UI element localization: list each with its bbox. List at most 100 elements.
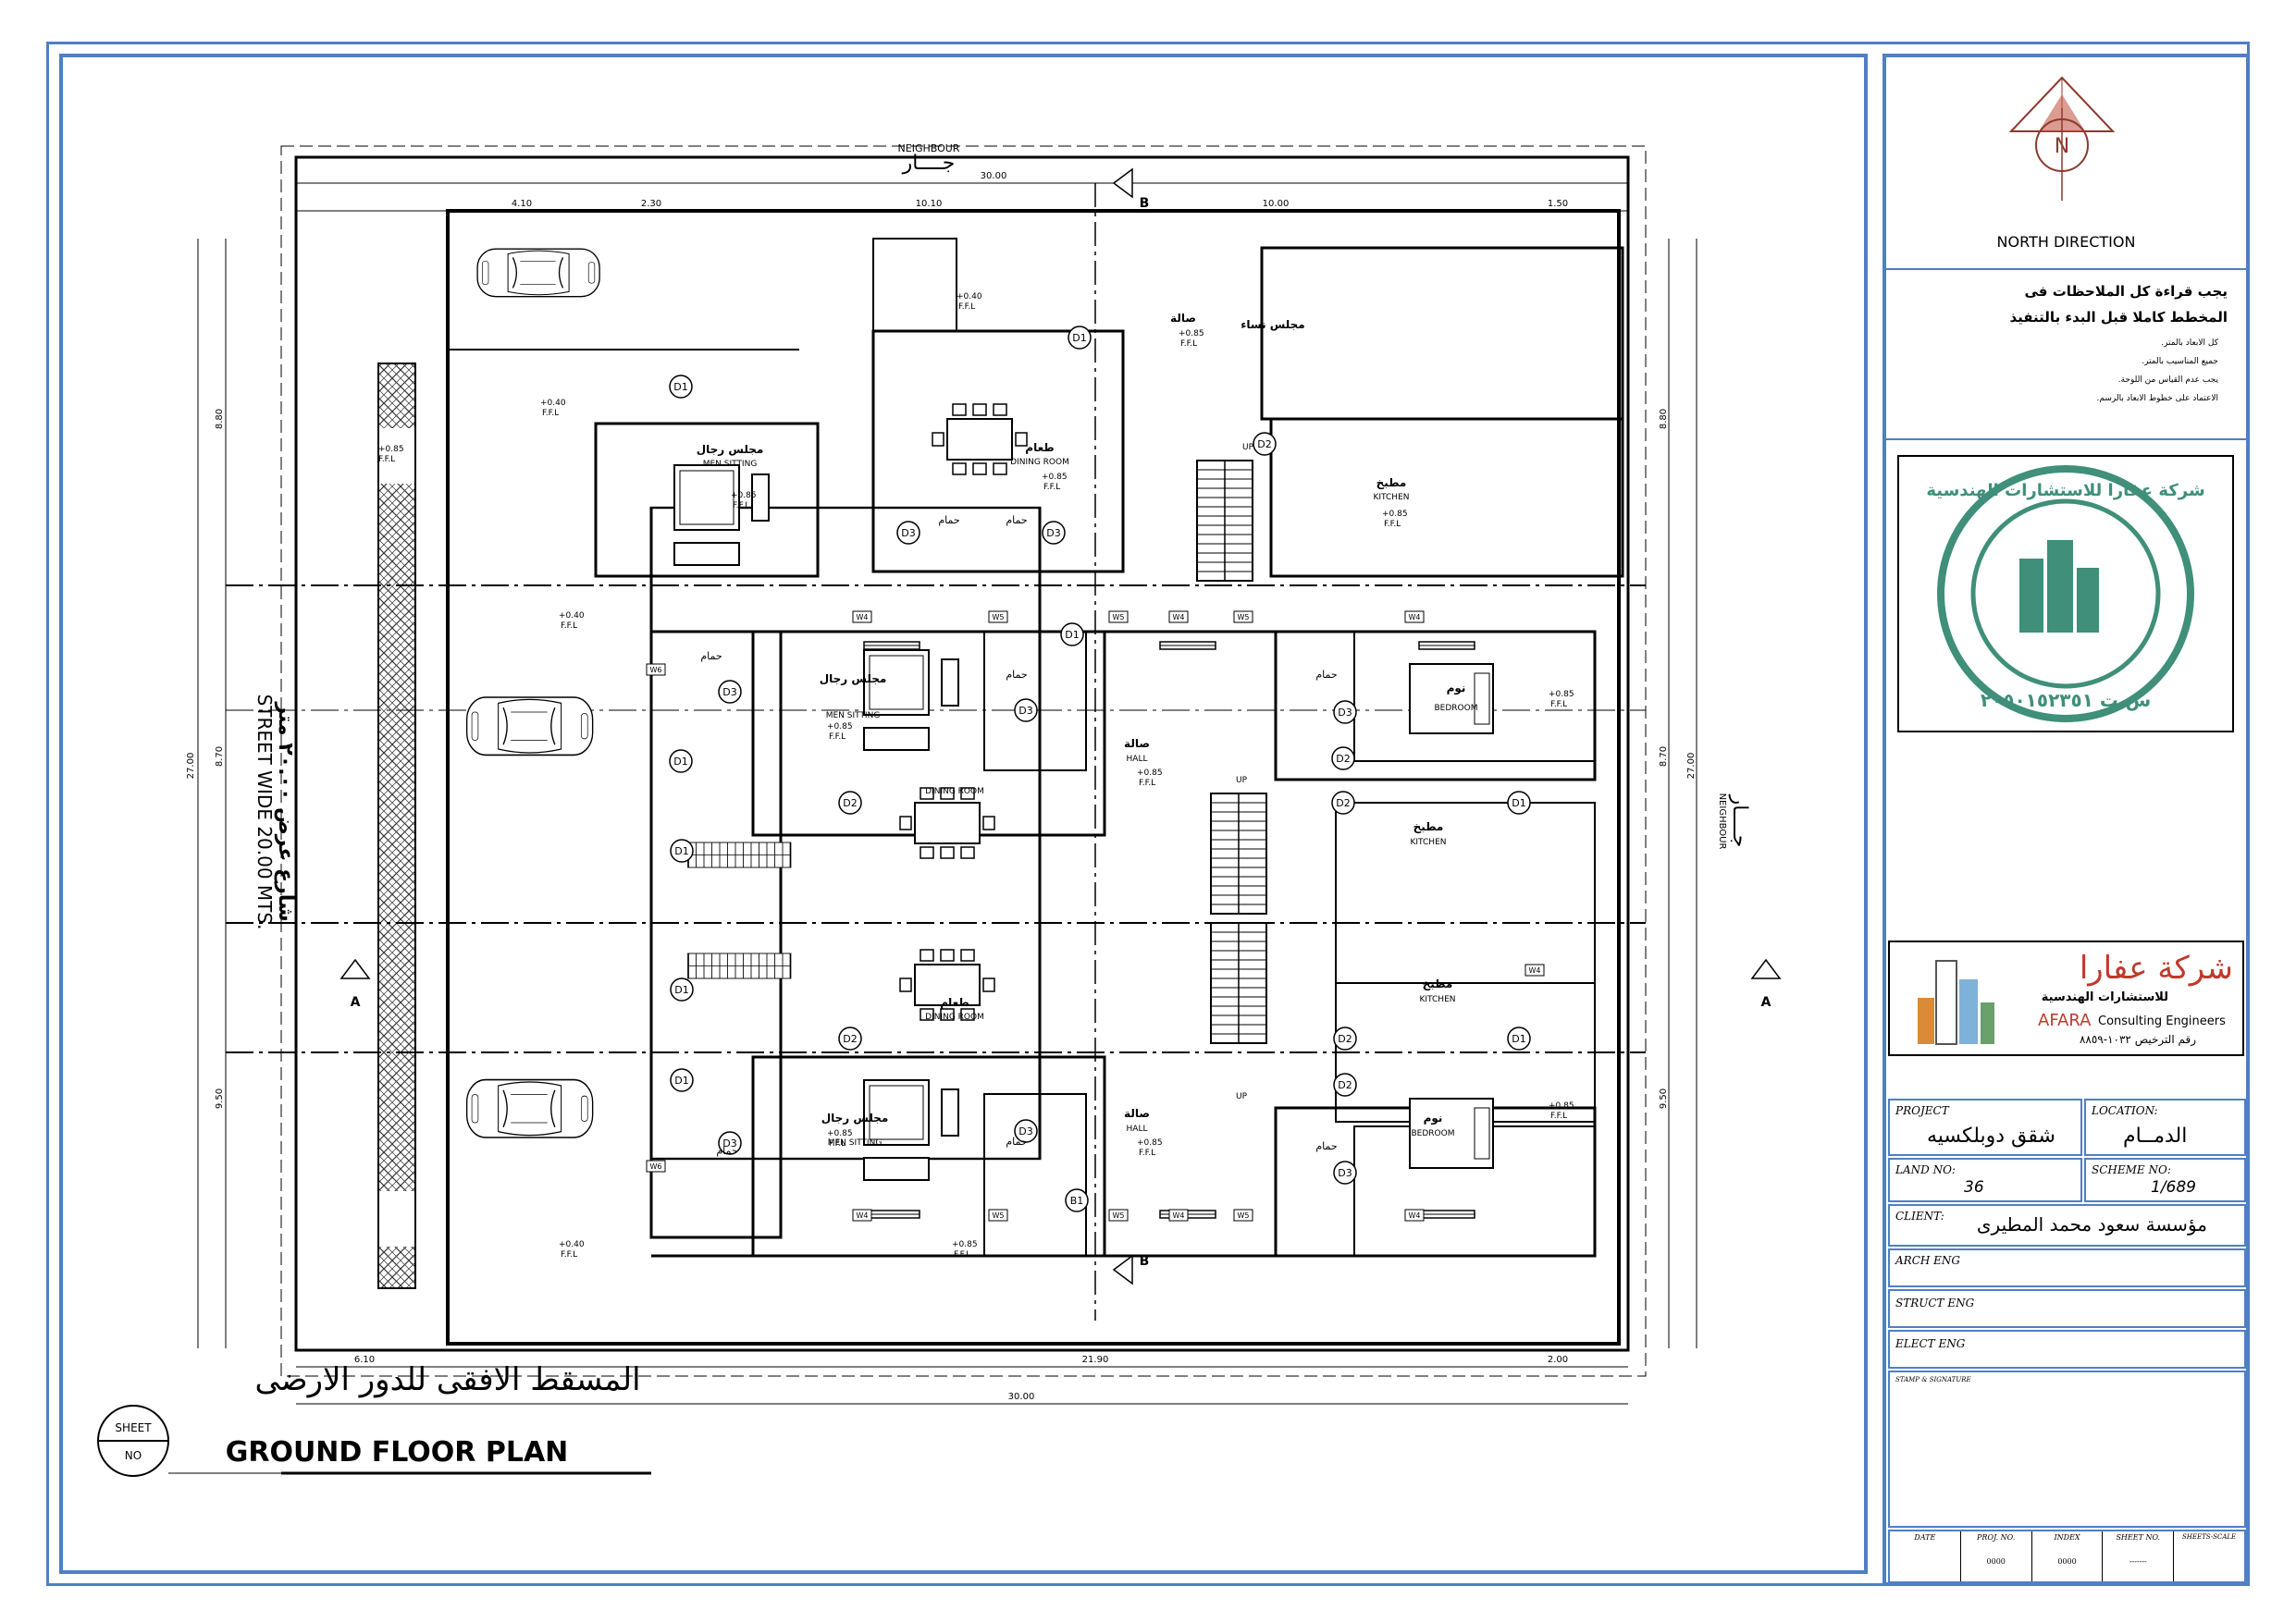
svg-text:BEDROOM: BEDROOM [1435, 704, 1478, 713]
svg-text:4.10: 4.10 [512, 199, 532, 209]
svg-text:W4: W4 [857, 1211, 869, 1220]
ground-floor-plan-drawing: D1 D1 D2 D3 D3 D1 D3 D1 D2 D3 D3 D2 D2 D… [97, 142, 1782, 1477]
svg-text:صالة: صالة [1124, 1107, 1150, 1120]
svg-text:W6: W6 [650, 666, 662, 674]
north-box: N NORTH DIRECTION [1886, 57, 2246, 270]
svg-text:W4: W4 [1173, 1211, 1185, 1220]
land-box: LAND NO: 36 [1888, 1158, 2082, 1202]
svg-text:KITCHEN: KITCHEN [1374, 493, 1410, 502]
svg-text:A: A [1761, 995, 1771, 1010]
svg-text:F.F.L: F.F.L [1550, 700, 1567, 709]
svg-text:B: B [1140, 196, 1150, 211]
svg-text:KITCHEN: KITCHEN [1420, 995, 1456, 1004]
svg-text:+0.85: +0.85 [1549, 690, 1574, 699]
svg-text:D1: D1 [674, 984, 688, 996]
svg-text:KITCHEN: KITCHEN [1411, 838, 1447, 847]
svg-text:UP: UP [1242, 443, 1254, 452]
location-box: LOCATION: الدمــام [2084, 1099, 2246, 1156]
svg-text:D3: D3 [1046, 527, 1060, 539]
svg-text:D3: D3 [1018, 705, 1032, 717]
svg-text:10.00: 10.00 [1263, 199, 1290, 209]
svg-text:MEN SITTING: MEN SITTING [826, 711, 881, 720]
svg-text:نوم: نوم [1447, 682, 1466, 695]
svg-text:D2: D2 [1336, 753, 1350, 765]
svg-text:جــــار: جــــار [1728, 794, 1751, 848]
plan-title-ar: المسقط الافقى للدور الارضى [254, 1361, 640, 1398]
svg-text:مجلس رجال: مجلس رجال [820, 672, 887, 685]
svg-text:+0.40: +0.40 [540, 399, 566, 408]
title-block: N NORTH DIRECTION يجب قراءة كل الملاحظات… [1882, 54, 2250, 1586]
project-box: PROJECT شقق دوبلكسيه [1888, 1099, 2082, 1156]
building-logo-icon [1918, 960, 1994, 1045]
svg-text:F.F.L: F.F.L [1139, 779, 1155, 788]
svg-text:MEN SITTING: MEN SITTING [828, 1138, 883, 1148]
svg-text:D2: D2 [843, 1033, 857, 1045]
svg-text:30.00: 30.00 [1008, 1392, 1035, 1402]
svg-text:+0.85: +0.85 [731, 491, 757, 500]
svg-text:10.10: 10.10 [916, 199, 943, 209]
svg-text:+0.85: +0.85 [1137, 768, 1163, 778]
svg-text:W4: W4 [1409, 613, 1421, 621]
svg-text:W6: W6 [650, 1162, 662, 1171]
svg-text:+0.85: +0.85 [827, 722, 853, 732]
svg-text:مجلس رجال: مجلس رجال [697, 443, 764, 456]
svg-text:D1: D1 [1512, 1033, 1525, 1045]
svg-text:حمام: حمام [938, 514, 959, 526]
scheme-box: SCHEME NO: 1/689 [2084, 1158, 2246, 1202]
svg-text:F.F.L: F.F.L [733, 501, 749, 510]
svg-text:A: A [351, 995, 361, 1010]
stamp-signature-box: STAMP & SIGNATURE [1888, 1371, 2246, 1528]
svg-text:9.50: 9.50 [215, 1088, 225, 1109]
svg-text:مجلس رجال: مجلس رجال [821, 1112, 889, 1125]
plan-title-en: GROUND FLOOR PLAN [226, 1436, 569, 1469]
svg-text:صالة: صالة [1170, 312, 1196, 325]
svg-text:+0.40: +0.40 [957, 292, 982, 301]
svg-text:F.F.L: F.F.L [1139, 1149, 1155, 1158]
svg-text:F.F.L: F.F.L [1180, 339, 1197, 349]
svg-text:س.ت ٢٠٥٠١٥٢٣٥١: س.ت ٢٠٥٠١٥٢٣٥١ [1981, 689, 2151, 711]
svg-text:حمام: حمام [716, 1145, 737, 1157]
struct-eng-box: STRUCT ENG [1888, 1289, 2246, 1328]
svg-text:W5: W5 [1113, 1211, 1125, 1220]
svg-text:W4: W4 [1409, 1211, 1421, 1220]
svg-text:D1: D1 [674, 1075, 688, 1087]
arch-eng-box: ARCH ENG [1888, 1248, 2246, 1287]
footer-table: DATE PROJ. NO. 0000 INDEX 0000 SHEET NO.… [1888, 1530, 2246, 1583]
client-box: CLIENT: مؤسسة سعود محمد المطيرى [1888, 1204, 2246, 1247]
svg-text:حمام: حمام [1315, 1140, 1337, 1152]
svg-text:F.F.L: F.F.L [829, 1139, 846, 1149]
svg-text:W5: W5 [1113, 613, 1125, 621]
svg-text:B1: B1 [1070, 1195, 1084, 1207]
svg-text:D3: D3 [722, 686, 736, 698]
svg-text:HALL: HALL [1127, 1125, 1148, 1134]
svg-text:F.F.L: F.F.L [542, 409, 559, 418]
svg-text:+0.85: +0.85 [1549, 1101, 1574, 1111]
svg-text:+0.85: +0.85 [1179, 329, 1204, 338]
svg-text:8.80: 8.80 [215, 409, 225, 429]
svg-text:MEN SITTING: MEN SITTING [703, 460, 758, 469]
svg-text:D3: D3 [722, 1137, 736, 1150]
svg-text:8.70: 8.70 [1659, 746, 1669, 767]
svg-text:SHEET: SHEET [115, 1421, 152, 1434]
svg-text:DINING ROOM: DINING ROOM [1010, 458, 1069, 467]
svg-text:طعام: طعام [1025, 441, 1054, 455]
svg-text:D3: D3 [1338, 707, 1352, 719]
svg-text:مطبخ: مطبخ [1413, 820, 1444, 833]
north-label: NORTH DIRECTION [1996, 233, 2136, 251]
svg-text:F.F.L: F.F.L [1550, 1112, 1567, 1121]
svg-text:21.90: 21.90 [1082, 1355, 1109, 1365]
svg-text:2.00: 2.00 [1548, 1355, 1568, 1365]
svg-text:STREET WIDE 20.00 MTS.: STREET WIDE 20.00 MTS. [253, 695, 276, 930]
svg-text:D3: D3 [901, 527, 915, 539]
company-logo: شركة عفارا للاستشارات الهندسية AFARA Con… [1888, 941, 2244, 1056]
svg-text:D1: D1 [674, 845, 688, 857]
svg-text:BEDROOM: BEDROOM [1412, 1129, 1455, 1138]
svg-text:2.30: 2.30 [641, 199, 661, 209]
svg-text:حمام: حمام [1006, 514, 1027, 526]
svg-text:NEIGHBOUR: NEIGHBOUR [898, 142, 960, 154]
svg-text:D1: D1 [1512, 797, 1525, 809]
svg-text:+0.40: +0.40 [559, 1240, 585, 1249]
svg-text:W5: W5 [1238, 613, 1250, 621]
svg-text:D1: D1 [673, 381, 687, 393]
svg-text:F.F.L: F.F.L [829, 732, 846, 742]
